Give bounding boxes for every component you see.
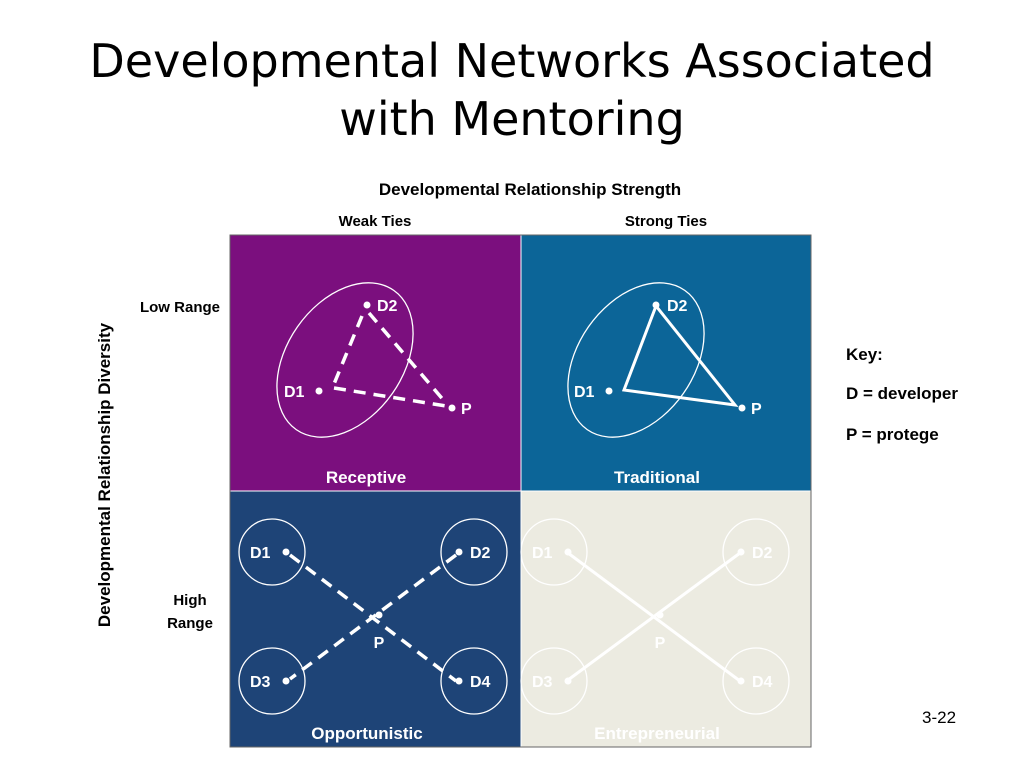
x-axis-label: Developmental Relationship Strength xyxy=(378,180,682,199)
opportunistic-node-d1 xyxy=(282,548,290,556)
entrepreneurial-node-d1 xyxy=(564,548,572,556)
opportunistic-network: D1 D2 D3 D4 P Opportunistic xyxy=(238,518,508,743)
opportunistic-circle-d4 xyxy=(440,647,508,715)
page-number: 3-22 xyxy=(922,708,957,727)
entrepreneurial-label-d1: D1 xyxy=(532,545,553,562)
receptive-developer-cluster xyxy=(276,282,414,438)
y-axis-high-range: High Range xyxy=(150,589,230,635)
opportunistic-node-d3 xyxy=(282,677,290,685)
x-axis-weak-ties: Weak Ties xyxy=(338,213,412,230)
opportunistic-label-d2: D2 xyxy=(470,545,491,562)
receptive-label-d1: D1 xyxy=(284,384,305,401)
traditional-network: D2 D1 P Traditional xyxy=(567,282,762,487)
entrepreneurial-label-d3: D3 xyxy=(532,674,553,691)
entrepreneurial-node-d2 xyxy=(737,548,745,556)
receptive-node-p xyxy=(448,404,456,412)
quadrant-traditional xyxy=(521,235,811,491)
opportunistic-tie-d2-d3 xyxy=(288,553,458,681)
entrepreneurial-circle-d1 xyxy=(520,518,588,586)
entrepreneurial-node-d4 xyxy=(737,677,745,685)
key-protege: P = protege xyxy=(846,425,939,444)
slide-title: Developmental Networks Associated with M… xyxy=(0,32,1024,148)
entrepreneurial-label-d2: D2 xyxy=(752,545,773,562)
entrepreneurial-title: Entrepreneurial xyxy=(594,724,720,743)
receptive-node-d2 xyxy=(363,301,371,309)
opportunistic-label-d4: D4 xyxy=(470,674,491,691)
y-axis-high-line-1: High xyxy=(173,592,207,609)
receptive-label-d2: D2 xyxy=(377,298,398,315)
receptive-label-p: P xyxy=(461,401,472,418)
quadrant-entrepreneurial xyxy=(521,491,811,747)
traditional-label-d2: D2 xyxy=(667,298,688,315)
entrepreneurial-circle-d2 xyxy=(722,518,790,586)
entrepreneurial-circle-d3 xyxy=(520,647,588,715)
traditional-developer-cluster xyxy=(567,282,705,438)
entrepreneurial-node-p xyxy=(656,611,664,619)
opportunistic-node-d2 xyxy=(455,548,463,556)
receptive-title: Receptive xyxy=(326,468,406,487)
traditional-label-p: P xyxy=(751,401,762,418)
opportunistic-node-p xyxy=(375,611,383,619)
y-axis-low-range: Low Range xyxy=(139,299,220,316)
opportunistic-circle-d3 xyxy=(238,647,306,715)
entrepreneurial-tie-d2-d3 xyxy=(567,551,741,682)
traditional-label-d1: D1 xyxy=(574,384,595,401)
traditional-title: Traditional xyxy=(614,468,700,487)
entrepreneurial-label-d4: D4 xyxy=(752,674,773,691)
opportunistic-node-d4 xyxy=(455,677,463,685)
opportunistic-label-p: P xyxy=(374,635,385,652)
opportunistic-circle-d1 xyxy=(238,518,306,586)
traditional-node-d1 xyxy=(605,387,613,395)
title-line-1: Developmental Networks Associated xyxy=(89,34,935,88)
x-axis-strong-ties: Strong Ties xyxy=(624,213,708,230)
key-developer: D = developer xyxy=(846,384,958,403)
matrix-border xyxy=(229,234,812,748)
traditional-node-p xyxy=(738,404,746,412)
y-axis-high-line-2: Range xyxy=(167,615,213,632)
receptive-network: D2 D1 P Receptive xyxy=(276,282,472,487)
opportunistic-circle-d2 xyxy=(440,518,508,586)
opportunistic-title: Opportunistic xyxy=(311,724,422,743)
quadrant-receptive xyxy=(230,235,521,491)
entrepreneurial-circle-d4 xyxy=(722,647,790,715)
opportunistic-label-d3: D3 xyxy=(250,674,271,691)
entrepreneurial-network: D1 D2 D3 D4 P Entrepreneurial xyxy=(520,518,790,743)
opportunistic-label-d1: D1 xyxy=(250,545,271,562)
entrepreneurial-node-d3 xyxy=(564,677,572,685)
receptive-node-d1 xyxy=(315,387,323,395)
receptive-tie-d2-d1 xyxy=(332,315,364,385)
key-heading: Key: xyxy=(846,345,883,364)
traditional-ties xyxy=(621,303,739,407)
traditional-node-d2 xyxy=(652,301,660,309)
title-line-2: with Mentoring xyxy=(339,92,685,146)
entrepreneurial-label-p: P xyxy=(655,635,666,652)
